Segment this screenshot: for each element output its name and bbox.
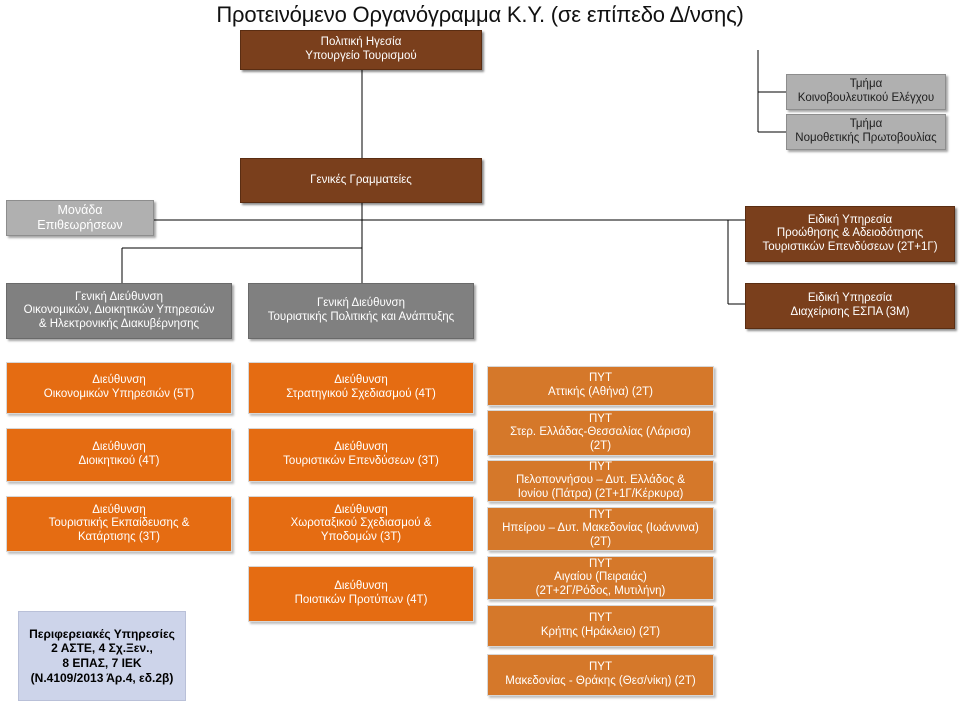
box-line: Ειδική Υπηρεσία	[807, 292, 893, 305]
box-line: (2Τ+2Γ/Ρόδος, Μυτιλήνη)	[535, 584, 666, 597]
box-line: Ειδική Υπηρεσία	[807, 213, 893, 226]
box-line: Διαχείρισης ΕΣΠΑ (3Μ)	[790, 306, 910, 318]
box-line: Νομοθετικής Πρωτοβουλίας	[795, 132, 937, 144]
box-line: Τουριστικής Εκπαίδευσης &	[48, 517, 190, 530]
general-secretariats-box: Γενικές Γραμματείες	[240, 158, 482, 203]
box-line: Τουριστικών Επενδύσεων (3Τ)	[283, 455, 439, 467]
special-service-investments-box: Ειδική Υπηρεσία Προώθησης & Αδειοδότησης…	[745, 206, 955, 262]
box-line: 8 ΕΠΑΣ, 7 ΙΕΚ	[62, 656, 142, 670]
box-line: Προώθησης & Αδειοδότησης	[776, 227, 924, 240]
box-line: Περιφερειακές Υπηρεσίες	[29, 626, 175, 641]
pyt-aegean-box: ΠΥΤ Αιγαίου (Πειραιάς) (2Τ+2Γ/Ρόδος, Μυτ…	[487, 556, 714, 600]
inspections-unit-box: Μονάδα Επιθεωρήσεων	[6, 200, 154, 236]
box-line: Οικονομικών Υπηρεσιών (5Τ)	[43, 388, 195, 400]
directorate-spatial-planning-box: Διεύθυνση Χωροταξικού Σχεδιασμού & Υποδο…	[248, 496, 474, 552]
box-line: ΠΥΤ	[589, 508, 612, 521]
page-title: Προτεινόμενο Οργανόγραμμα Κ.Υ. (σε επίπε…	[216, 2, 744, 27]
regional-services-box: Περιφερειακές Υπηρεσίες 2 ΑΣΤΕ, 4 Σχ.Ξεν…	[18, 611, 186, 701]
box-line: ΠΥΤ	[589, 412, 612, 425]
box-line: Πελοποννήσου – Δυτ. Ελλάδος &	[516, 474, 685, 487]
box-line: Στερ. Ελλάδας-Θεσσαλίας (Λάρισα)	[510, 426, 691, 439]
box-line: Ιονίου (Πάτρα) (2Τ+1Γ/Κέρκυρα)	[517, 487, 684, 500]
special-service-espa-box: Ειδική Υπηρεσία Διαχείρισης ΕΣΠΑ (3Μ)	[745, 283, 955, 329]
parliamentary-control-department-box: Τμήμα Κοινοβουλευτικού Ελέγχου	[786, 74, 946, 110]
box-line: Γενική Διεύθυνση	[316, 297, 406, 310]
box-line: Διεύθυνση	[334, 503, 388, 516]
box-line: Κρήτης (Ηράκλειο) (2Τ)	[540, 626, 661, 638]
box-line: Μονάδα	[57, 203, 103, 218]
box-line: Διεύθυνση	[334, 580, 388, 593]
pyt-macedonia-thrace-box: ΠΥΤ Μακεδονίας - Θράκης (Θεσ/νίκη) (2Τ)	[487, 654, 714, 696]
box-line: Ηπείρου – Δυτ. Μακεδονίας (Ιωάννινα)	[502, 522, 699, 535]
box-line: Διεύθυνση	[92, 374, 146, 387]
box-line: Πολιτική Ηγεσία	[320, 36, 402, 49]
box-line: Αττικής (Αθήνα) (2Τ)	[548, 386, 653, 398]
box-line: Ποιοτικών Προτύπων (4Τ)	[294, 594, 428, 606]
box-line: Χωροταξικού Σχεδιασμού &	[290, 517, 432, 530]
box-line: Τμήμα	[849, 118, 883, 131]
box-line: Διεύθυνση	[92, 441, 146, 454]
box-line: 2 ΑΣΤΕ, 4 Σχ.Ξεν.,	[51, 641, 153, 656]
pyt-central-greece-thessaly-box: ΠΥΤ Στερ. Ελλάδας-Θεσσαλίας (Λάρισα) (2Τ…	[487, 410, 714, 456]
directorate-tourism-education-box: Διεύθυνση Τουριστικής Εκπαίδευσης & Κατά…	[6, 496, 232, 552]
box-line: (Ν.4109/2013 Άρ.4, εδ.2β)	[30, 670, 174, 685]
directorate-strategic-planning-box: Διεύθυνση Στρατηγικού Σχεδιασμού (4Τ)	[248, 362, 474, 414]
box-line: Τουριστικής Πολιτικής και Ανάπτυξης	[267, 311, 455, 323]
box-line: (2Τ)	[589, 535, 612, 548]
box-line: Υπουργείο Τουρισμού	[305, 50, 417, 62]
box-line: & Ηλεκτρονικής Διακυβέρνησης	[38, 317, 200, 330]
political-leadership-box: Πολιτική Ηγεσία Υπουργείο Τουρισμού	[240, 30, 482, 70]
pyt-epirus-box: ΠΥΤ Ηπείρου – Δυτ. Μακεδονίας (Ιωάννινα)…	[487, 507, 714, 551]
box-line: ΠΥΤ	[589, 661, 612, 674]
box-line: Μακεδονίας - Θράκης (Θεσ/νίκη) (2Τ)	[505, 675, 696, 687]
box-line: Τουριστικών Επενδύσεων (2Τ+1Γ)	[762, 240, 938, 253]
box-line: Στρατηγικού Σχεδιασμού (4Τ)	[286, 388, 436, 400]
box-line: ΠΥΤ	[589, 460, 612, 473]
box-line: Γενικές Γραμματείες	[310, 173, 412, 186]
box-line: Διεύθυνση	[334, 441, 388, 454]
pyt-peloponnese-box: ΠΥΤ Πελοποννήσου – Δυτ. Ελλάδος & Ιονίου…	[487, 460, 714, 502]
general-directorate-finance-admin-box: Γενική Διεύθυνση Οικονομικών, Διοικητικώ…	[6, 283, 232, 339]
box-line: ΠΥΤ	[589, 372, 612, 385]
box-line: Οικονομικών, Διοικητικών Υπηρεσιών	[23, 304, 215, 317]
box-line: Επιθεωρήσεων	[37, 218, 123, 232]
box-line: Κοινοβουλευτικού Ελέγχου	[797, 92, 935, 104]
box-line: Διοικητικού (4Τ)	[78, 455, 160, 467]
directorate-quality-standards-box: Διεύθυνση Ποιοτικών Προτύπων (4Τ)	[248, 566, 474, 622]
box-line: Γενική Διεύθυνση	[74, 290, 164, 303]
directorate-administration-box: Διεύθυνση Διοικητικού (4Τ)	[6, 428, 232, 482]
box-line: Διεύθυνση	[92, 503, 146, 516]
directorate-financial-services-box: Διεύθυνση Οικονομικών Υπηρεσιών (5Τ)	[6, 362, 232, 414]
box-line: Διεύθυνση	[334, 374, 388, 387]
box-line: ΠΥΤ	[589, 557, 612, 570]
pyt-crete-box: ΠΥΤ Κρήτης (Ηράκλειο) (2Τ)	[487, 605, 714, 647]
legislative-initiative-department-box: Τμήμα Νομοθετικής Πρωτοβουλίας	[786, 114, 946, 150]
directorate-tourism-investments-box: Διεύθυνση Τουριστικών Επενδύσεων (3Τ)	[248, 428, 474, 482]
box-line: Τμήμα	[849, 78, 883, 91]
box-line: Υποδομών (3Τ)	[320, 530, 402, 543]
box-line: ΠΥΤ	[589, 612, 612, 625]
pyt-attica-box: ΠΥΤ Αττικής (Αθήνα) (2Τ)	[487, 366, 714, 406]
box-line: Αιγαίου (Πειραιάς)	[554, 571, 647, 584]
box-line: Κατάρτισης (3Τ)	[78, 530, 160, 543]
general-directorate-tourism-policy-box: Γενική Διεύθυνση Τουριστικής Πολιτικής κ…	[248, 283, 474, 339]
box-line: (2Τ)	[589, 439, 612, 452]
